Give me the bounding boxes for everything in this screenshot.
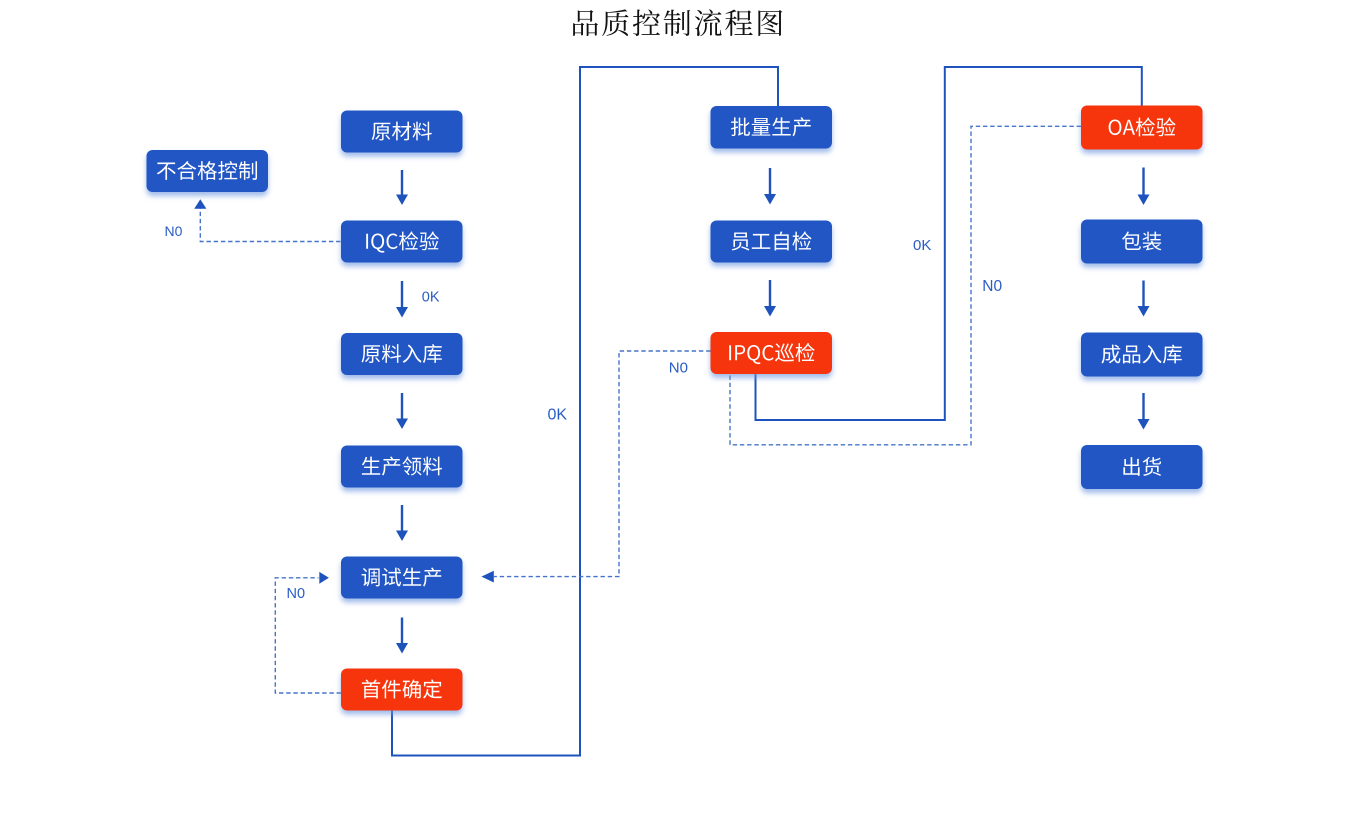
svg-text:0K: 0K bbox=[422, 289, 440, 305]
svg-text:N0: N0 bbox=[287, 586, 306, 602]
svg-text:N0: N0 bbox=[165, 223, 183, 239]
svg-text:N0: N0 bbox=[982, 278, 1002, 295]
svg-text:0K: 0K bbox=[913, 237, 931, 254]
svg-text:N0: N0 bbox=[669, 359, 688, 376]
svg-text:0K: 0K bbox=[548, 407, 568, 424]
